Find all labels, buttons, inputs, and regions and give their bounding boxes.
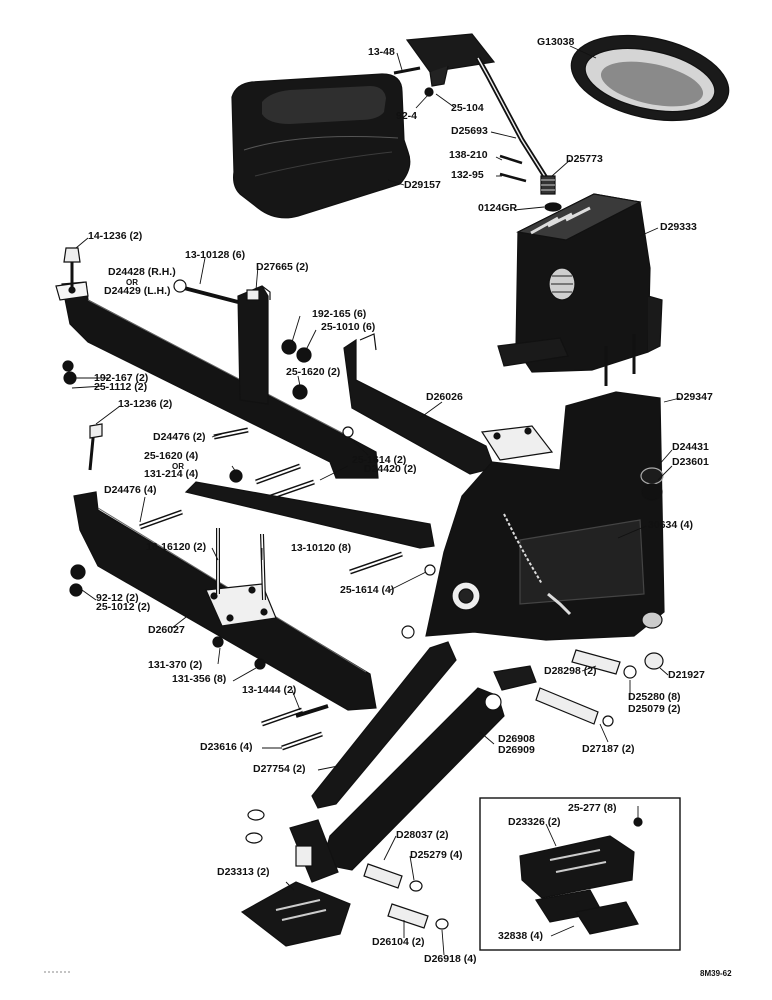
label-or-1: OR <box>126 278 138 287</box>
label-14-1236: 14-1236 (2) <box>88 230 143 242</box>
hitch-housing <box>497 193 663 386</box>
label-25-1620-a: 25-1620 (2) <box>286 366 341 378</box>
label-192-165: 192-165 (6) <box>312 308 367 320</box>
label-d25693: D25693 <box>451 125 488 137</box>
label-132-95: 132-95 <box>451 169 484 181</box>
label-138-210: 138-210 <box>449 149 488 161</box>
frame-bracket <box>237 285 271 405</box>
label-d24431: D24431 <box>672 441 709 453</box>
label-d27754: D27754 (2) <box>253 763 306 775</box>
label-13-1236: 13-1236 (2) <box>118 398 173 410</box>
label-d26909: D26909 <box>498 744 535 756</box>
label-d25079: D25079 (2) <box>628 703 681 715</box>
label-d26918: D26918 (4) <box>424 953 477 965</box>
label-d24428: D24428 (R.H.) <box>108 266 176 278</box>
seat-cushion <box>231 73 411 219</box>
label-d23313: D23313 (2) <box>217 866 270 878</box>
foot-pedal-assembly <box>393 33 562 212</box>
long-bolt <box>173 279 239 304</box>
label-d26027: D26027 <box>148 624 185 636</box>
label-25-1012: 25-1012 (2) <box>96 601 151 613</box>
label-d27187: D27187 (2) <box>582 743 635 755</box>
lift-arm <box>311 641 537 871</box>
label-92-4: 92-4 <box>396 110 418 122</box>
label-32838: 32838 (4) <box>498 930 543 942</box>
label-131-214: 131-214 (4) <box>144 468 199 480</box>
label-d25280: D25280 (8) <box>628 691 681 703</box>
label-131-356: 131-356 (8) <box>172 673 227 685</box>
label-25-1112: 25-1112 (2) <box>94 381 148 393</box>
inset-detail <box>479 797 681 951</box>
brace-d24420 <box>184 481 436 576</box>
label-25-104: 25-104 <box>451 102 484 114</box>
frame-left <box>55 247 379 479</box>
bolts-upper <box>88 423 315 501</box>
label-d28037: D28037 (2) <box>396 829 449 841</box>
foot-pad <box>240 809 351 947</box>
label-d24476-b: D24476 (4) <box>104 484 157 496</box>
bolts-bottom <box>261 704 329 751</box>
label-or-2: OR <box>172 462 184 471</box>
label-25-1010: 25-1010 (6) <box>321 321 376 333</box>
label-d24476-a: D24476 (2) <box>153 431 206 443</box>
label-13-48: 13-48 <box>368 46 395 58</box>
label-d24420: D24420 (2) <box>364 463 417 475</box>
label-d29157: D29157 <box>404 179 441 191</box>
label-d24429: D24429 (L.H.) <box>104 285 171 297</box>
label-d29333: D29333 <box>660 221 697 233</box>
label-d26908: D26908 <box>498 733 535 745</box>
label-192-167: 192-167 (2) <box>94 372 149 384</box>
label-25-1614-b: 25-1614 (4) <box>340 584 395 596</box>
label-d27665: D27665 (2) <box>256 261 309 273</box>
label-25-277: 25-277 (8) <box>568 802 617 814</box>
main-casting <box>425 391 665 641</box>
frame-d26026 <box>343 333 495 475</box>
label-16-16120: 16-16120 (2) <box>146 541 207 553</box>
label-d28298: D28298 (2) <box>544 665 597 677</box>
label-d29347: D29347 <box>676 391 713 403</box>
label-d21927: D21927 <box>668 669 705 681</box>
label-d23601: D23601 <box>672 456 709 468</box>
pivot-plate <box>480 425 554 461</box>
pins-right <box>401 625 664 727</box>
label-d26026: D26026 <box>426 391 463 403</box>
label-d25773: D25773 <box>566 153 603 165</box>
label-30634: 30634 (4) <box>648 519 693 531</box>
label-13-10120: 13-10120 (8) <box>291 542 352 554</box>
label-13-10128: 13-10128 (6) <box>185 249 246 261</box>
label-d25279: D25279 (4) <box>410 849 463 861</box>
label-131-370: 131-370 (2) <box>148 659 203 671</box>
leader-lines <box>71 45 681 956</box>
label-0124gr: 0124GR <box>478 202 518 214</box>
label-25-1620-b: 25-1620 (4) <box>144 450 199 462</box>
frame-lower-d26027 <box>69 491 377 711</box>
label-d23326: D23326 (2) <box>508 816 561 828</box>
label-25-1614-a: 25-1614 (2) <box>352 454 407 466</box>
pan-seat <box>570 34 730 122</box>
label-d23616: D23616 (4) <box>200 741 253 753</box>
drawing-reference-number: 8M39-62 <box>700 969 732 978</box>
label-13-1444: 13-1444 (2) <box>242 684 297 696</box>
label-d26104: D26104 (2) <box>372 936 425 948</box>
label-92-12: 92-12 (2) <box>96 592 139 604</box>
pins-bottom <box>363 863 449 930</box>
label-g13038: G13038 <box>537 36 575 48</box>
